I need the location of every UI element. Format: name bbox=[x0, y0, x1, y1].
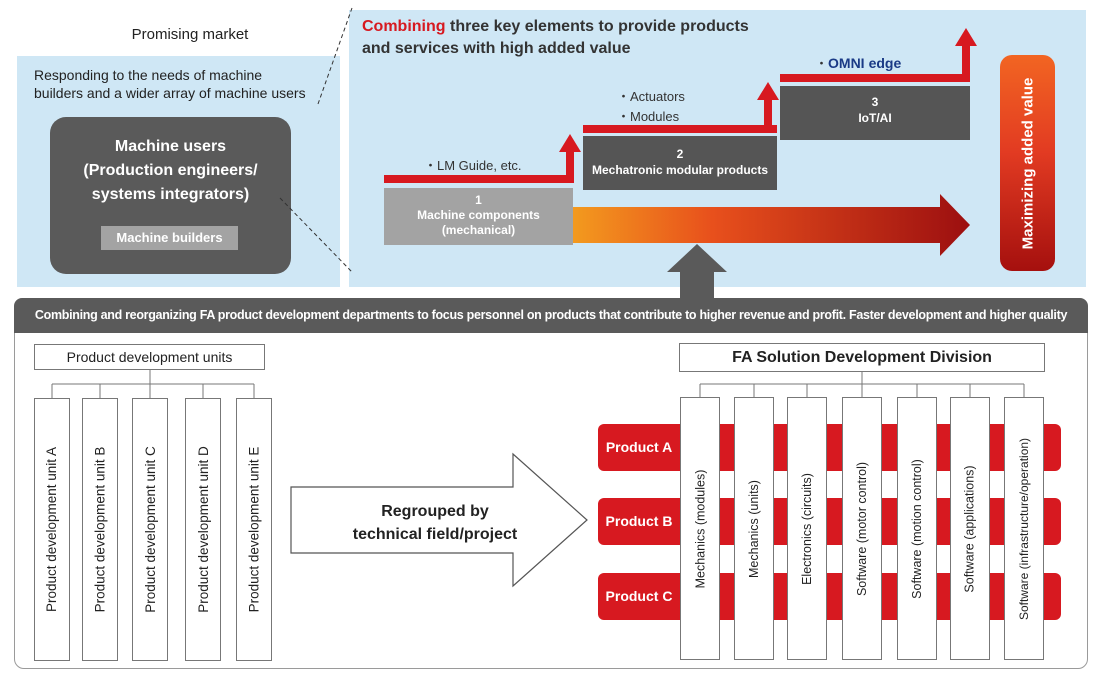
market-description-line1: Responding to the needs of machine bbox=[34, 67, 263, 83]
regroup-arrow bbox=[290, 452, 588, 588]
product-b-label: Product B bbox=[605, 513, 673, 529]
step2-label-modules: ・Modules bbox=[617, 109, 680, 124]
reorganization-band-text: Combining and reorganizing FA product de… bbox=[34, 308, 1068, 322]
market-description: Responding to the needs of machine build… bbox=[34, 66, 334, 102]
step2-box: 2 Mechatronic modular products bbox=[583, 136, 777, 190]
step2-red-bar bbox=[583, 125, 777, 133]
machine-users-text: Machine users (Production engineers/ sys… bbox=[50, 135, 291, 207]
step1-label: ・LM Guide, etc. bbox=[424, 158, 522, 173]
step3-arrowhead bbox=[955, 28, 977, 46]
dept-label: Mechanics (units) bbox=[747, 479, 762, 578]
reorganization-band bbox=[14, 298, 1088, 333]
dept-label: Software (infrastructure/operation) bbox=[1017, 437, 1031, 620]
machine-users-line2: (Production engineers/ bbox=[83, 162, 258, 179]
step3-red-bar bbox=[780, 74, 970, 82]
dept-label: Software (motion control) bbox=[910, 458, 925, 599]
step1-riser bbox=[566, 150, 574, 183]
promising-market-title: Promising market bbox=[131, 26, 249, 43]
step1-box: 1 Machine components (mechanical) bbox=[384, 188, 573, 245]
step3-box: 3 IoT/AI bbox=[780, 86, 970, 140]
step1-number: 1 bbox=[475, 193, 482, 207]
combine-title-rest: three key elements to provide products bbox=[445, 18, 749, 35]
step1-line2: (mechanical) bbox=[441, 223, 516, 237]
step2-riser bbox=[764, 98, 772, 133]
up-arrow bbox=[667, 244, 727, 298]
dept-label: Electronics (circuits) bbox=[800, 472, 815, 585]
product-a-label: Product A bbox=[605, 439, 673, 455]
regroup-line2: technical field/project bbox=[352, 526, 518, 543]
regroup-line1: Regrouped by bbox=[381, 503, 489, 520]
step1-line1: Machine components bbox=[417, 208, 540, 222]
right-org-connectors bbox=[699, 372, 1025, 397]
dept-label: Software (motor control) bbox=[855, 461, 870, 596]
dept-column-electronics: Electronics (circuits) bbox=[787, 397, 827, 660]
step2-line1: Mechatronic modular products bbox=[591, 163, 769, 177]
step2-number: 2 bbox=[676, 147, 684, 161]
regroup-text: Regrouped by technical field/project bbox=[300, 500, 570, 546]
step3-label-prefix: ・ bbox=[815, 56, 829, 71]
step2-arrowhead bbox=[757, 82, 779, 100]
product-development-units-header: Product development units bbox=[34, 344, 265, 370]
step3-line1: IoT/AI bbox=[858, 111, 892, 125]
unit-column-d: Product development unit D bbox=[185, 398, 221, 661]
step3-number: 3 bbox=[871, 95, 879, 109]
zoom-line-bottom bbox=[279, 197, 353, 273]
omni-word: OMNI bbox=[828, 55, 865, 71]
dept-column-software-applications: Software (applications) bbox=[950, 397, 990, 660]
step3-riser bbox=[962, 44, 970, 82]
step1-red-bar bbox=[384, 175, 573, 183]
fa-division-header: FA Solution Development Division bbox=[679, 343, 1045, 372]
dept-column-software-infrastructure: Software (infrastructure/operation) bbox=[1004, 397, 1044, 660]
step2-label-actuators: ・Actuators bbox=[617, 89, 685, 104]
machine-builders-label: Machine builders bbox=[101, 226, 238, 250]
machine-users-line3: systems integrators) bbox=[91, 186, 250, 203]
combine-title-line2: and services with high added value bbox=[362, 40, 631, 57]
market-description-line2: builders and a wider array of machine us… bbox=[34, 85, 306, 101]
value-arrow bbox=[573, 194, 970, 256]
left-org-connectors bbox=[51, 370, 255, 398]
top-graphics bbox=[279, 7, 977, 298]
dept-column-software-motor: Software (motor control) bbox=[842, 397, 882, 660]
combine-title: Combining three key elements to provide … bbox=[362, 16, 822, 60]
combine-title-highlight: Combining bbox=[362, 18, 446, 35]
step1-arrowhead bbox=[559, 134, 581, 152]
dept-column-mechanics-modules: Mechanics (modules) bbox=[680, 397, 720, 660]
maximizing-box bbox=[1000, 55, 1055, 271]
product-c-label: Product C bbox=[605, 588, 673, 604]
unit-column-c: Product development unit C bbox=[132, 398, 168, 661]
machine-users-line1: Machine users bbox=[114, 138, 227, 155]
zoom-line-top bbox=[317, 7, 353, 105]
dept-column-software-motion: Software (motion control) bbox=[897, 397, 937, 660]
unit-column-b: Product development unit B bbox=[82, 398, 118, 661]
dept-column-mechanics-units: Mechanics (units) bbox=[734, 397, 774, 660]
unit-column-e: Product development unit E bbox=[236, 398, 272, 661]
unit-column-a: Product development unit A bbox=[34, 398, 70, 661]
edge-word: edge bbox=[868, 55, 902, 71]
dept-label: Software (applications) bbox=[963, 464, 977, 593]
dept-label: Mechanics (modules) bbox=[693, 469, 708, 588]
